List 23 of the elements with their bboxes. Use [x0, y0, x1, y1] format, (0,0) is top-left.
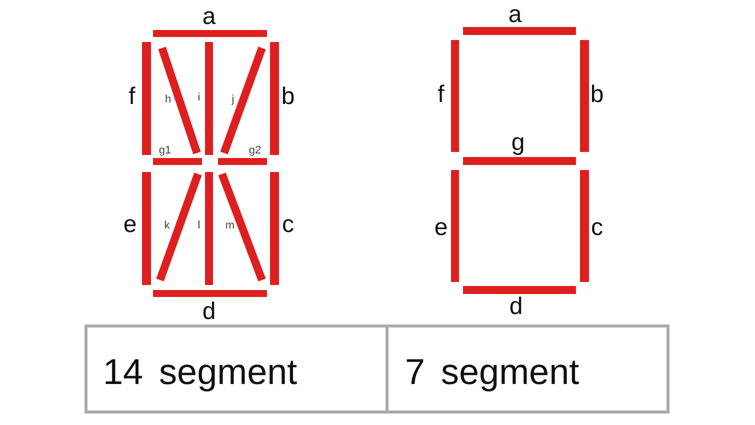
display-type-label: 7 segment — [405, 354, 580, 390]
segment-label: b — [590, 83, 604, 107]
segment-label: d — [509, 295, 523, 319]
segment-label: i — [198, 92, 200, 104]
segment-label: b — [281, 85, 295, 109]
segment-label: a — [508, 3, 522, 27]
segment-label: f — [128, 85, 136, 109]
segment-label: d — [202, 300, 216, 324]
segment-label: k — [164, 220, 170, 232]
segment-label: a — [202, 5, 216, 29]
segment-label: j — [232, 94, 234, 106]
segment-label: m — [225, 220, 235, 232]
segment-label: g2 — [248, 146, 262, 156]
display-type-label: 14 segment — [103, 354, 298, 390]
segment-label: g — [511, 131, 525, 155]
segment-label: f — [438, 83, 444, 107]
segment-label: c — [591, 216, 603, 240]
segment-label: h — [164, 94, 172, 106]
segment-label: g1 — [158, 146, 172, 156]
segment-label: l — [198, 220, 200, 232]
segment-label: c — [282, 213, 294, 237]
segment-label: e — [434, 216, 448, 240]
segment-label: e — [123, 213, 137, 237]
